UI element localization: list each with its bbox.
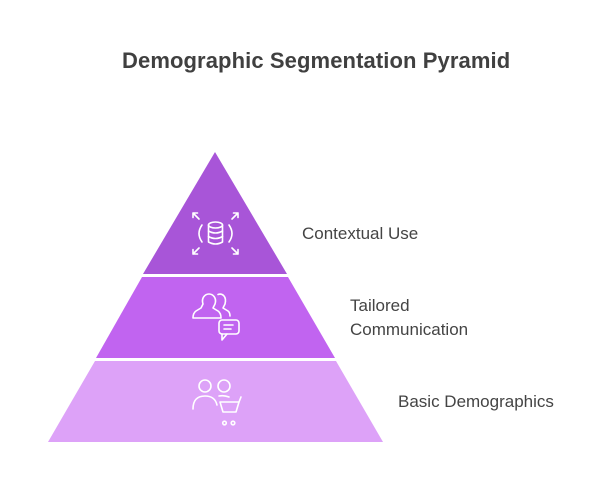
diagram-title: Demographic Segmentation Pyramid	[122, 48, 511, 73]
database-expand-icon	[192, 212, 239, 255]
layer-label-line1: Tailored	[350, 296, 410, 315]
layer-label-basic-demographics: Basic Demographics	[398, 392, 554, 411]
users-cart-icon	[192, 379, 242, 426]
pyramid-layer-top	[143, 152, 287, 274]
layer-label-line2: Communication	[350, 320, 469, 339]
layer-label-tailored-communication: Tailored Communication	[350, 294, 468, 342]
users-chat-icon	[192, 293, 240, 341]
layer-label-contextual-use: Contextual Use	[302, 224, 419, 243]
